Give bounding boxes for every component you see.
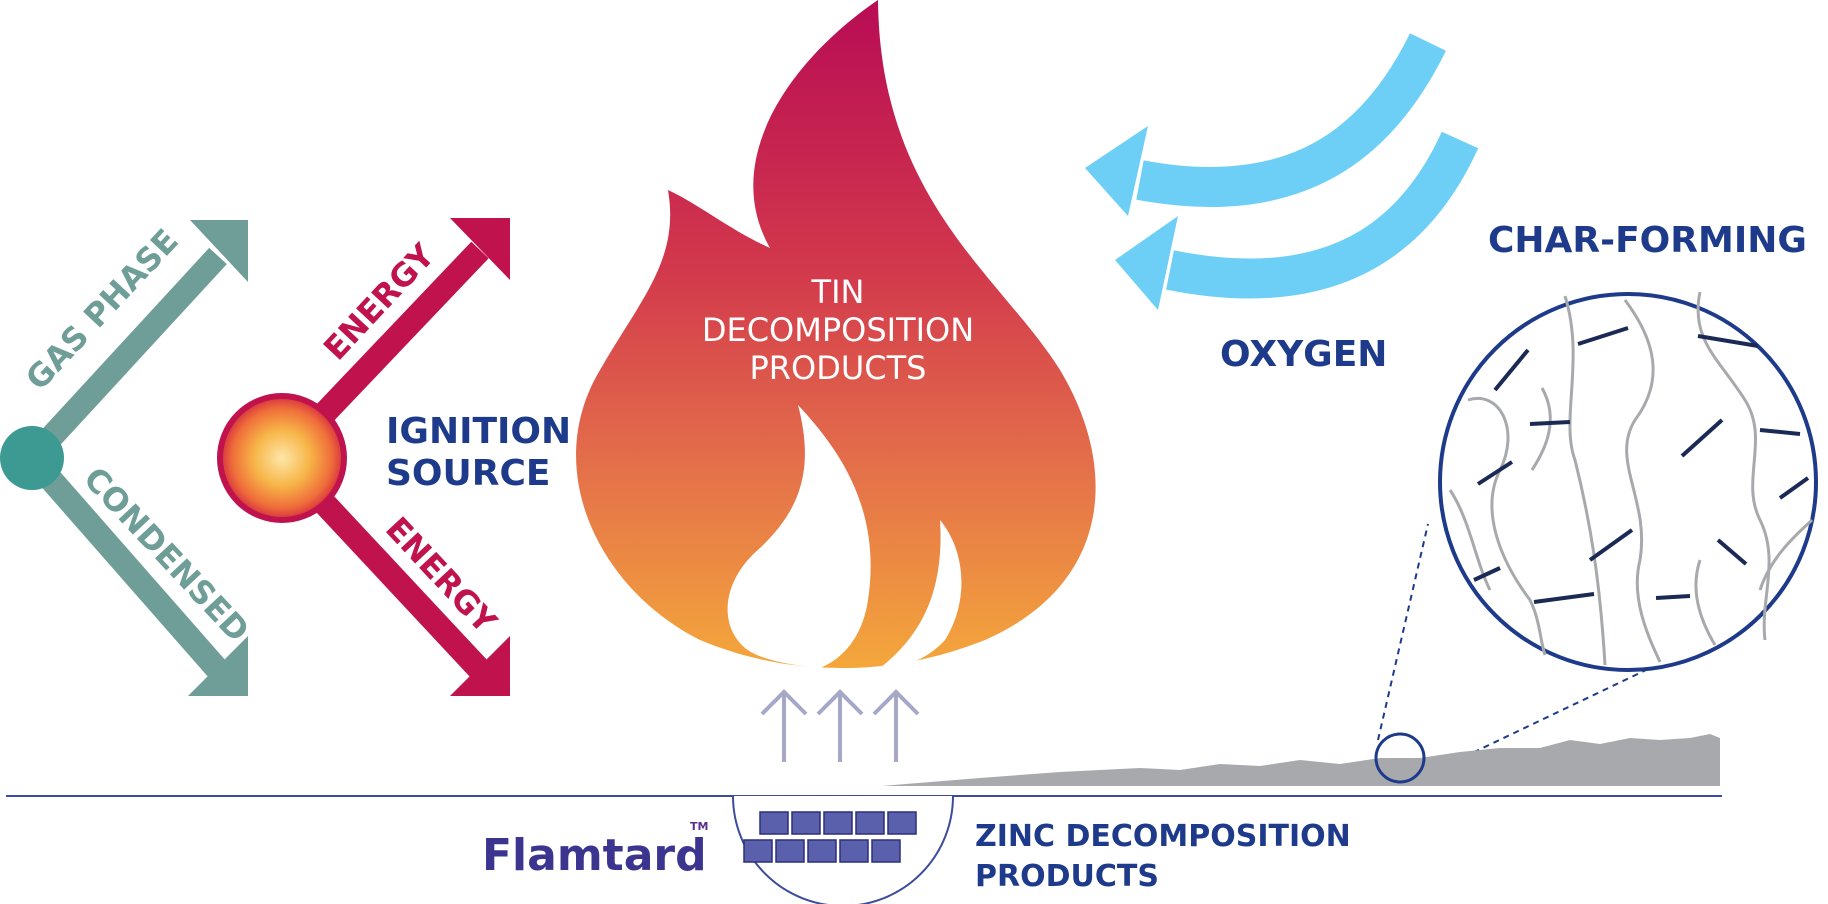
phase-node	[0, 426, 64, 490]
ignition-source-icon	[217, 393, 347, 523]
char-layer	[882, 734, 1720, 786]
up-arrow-icon	[816, 689, 864, 762]
tin-label-line2: DECOMPOSITION	[702, 311, 974, 349]
flame-inner-icon	[727, 405, 871, 668]
up-arrow-icon	[760, 689, 808, 762]
energy-down-arrowhead	[450, 636, 510, 696]
flame-inner-right-icon	[880, 520, 962, 668]
ignition-label-line1: IGNITION	[386, 411, 571, 452]
zinc-well	[732, 795, 954, 904]
ignition-label-line2: SOURCE	[386, 453, 551, 494]
condensed-arrowhead	[188, 636, 248, 696]
zinc-label-line2: PRODUCTS	[975, 859, 1159, 894]
brand-trademark: TM	[690, 820, 708, 833]
curved-arrow-icon	[1166, 131, 1479, 299]
heat-arrows	[760, 689, 920, 762]
char-network	[1438, 291, 1818, 672]
oxygen-arrows	[1085, 33, 1479, 310]
char-forming-label: CHAR-FORMING	[1488, 220, 1807, 261]
gas-phase-arrowhead	[190, 220, 248, 282]
tin-label-line3: PRODUCTS	[750, 349, 927, 387]
tin-label-line1: TIN	[811, 273, 865, 311]
energy-up-arrowhead	[450, 218, 510, 280]
curved-arrow-icon	[1136, 33, 1446, 207]
zoom-circle	[1374, 732, 1426, 784]
phase-arrows	[0, 220, 248, 696]
zoom-lines	[1377, 523, 1647, 777]
up-arrow-icon	[872, 689, 920, 762]
flame-icon	[576, 0, 1096, 668]
cube-grid-icon	[743, 811, 917, 863]
oxygen-label: OXYGEN	[1220, 334, 1387, 375]
brand-logo: Flamtard	[482, 830, 707, 881]
zinc-label-line1: ZINC DECOMPOSITION	[975, 819, 1351, 854]
magnifier-circle	[1438, 292, 1818, 672]
